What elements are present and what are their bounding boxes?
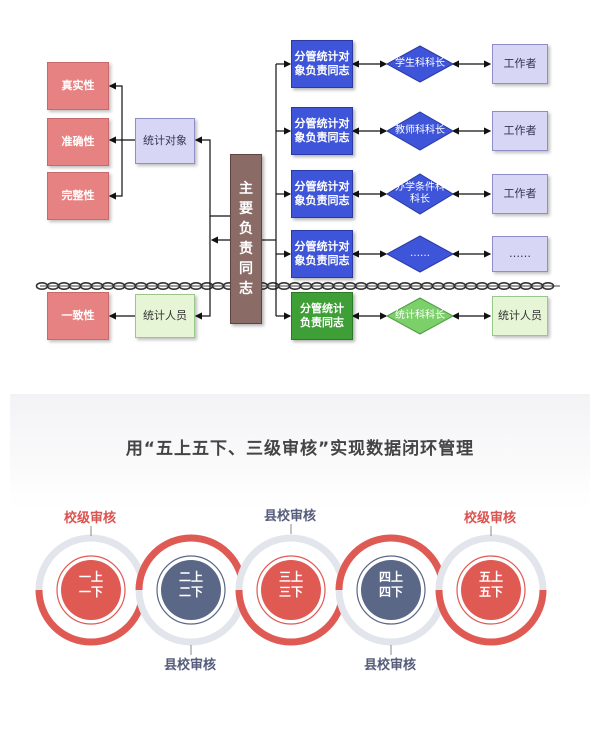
division-label-line: 分管统计对: [294, 117, 350, 130]
worker-box-4: ……: [492, 236, 548, 272]
stat-division-box: 分管统计 负责同志: [291, 292, 353, 340]
step-down: 三下: [278, 585, 303, 599]
level-label-bottom-2: 县校审核: [363, 658, 416, 673]
main-char: 志: [239, 281, 253, 297]
main-char: 要: [239, 201, 253, 217]
org-diagram: 真实性 准确性 完整性 一致性 统计对象 统计人员 主 要 负 责 同 志 分管…: [35, 40, 560, 340]
level-label-bottom-1: 县校审核: [163, 658, 216, 673]
dept-label-1: 学生科科长: [395, 58, 445, 69]
diamond-1: [385, 45, 455, 83]
level-label-top-2: 县校审核: [263, 509, 316, 524]
main-char: 主: [239, 181, 253, 197]
stat-staff-box: 统计人员: [135, 294, 195, 338]
dept-label-line: 办学条件科: [395, 182, 445, 193]
step-up: 四上: [378, 570, 403, 584]
diamond-4: [385, 235, 455, 273]
chain-divider: [35, 281, 560, 290]
step-up: 一上: [78, 570, 103, 584]
division-label-line: 象负责同志: [294, 131, 350, 144]
dept-label-2: 教师科科长: [395, 125, 445, 136]
step-text-2: 二上二下: [169, 570, 213, 600]
main-leader-box: 主 要 负 责 同 志: [230, 154, 262, 324]
level-label-top-3: 校级审核: [463, 511, 516, 526]
main-char: 责: [239, 241, 253, 257]
step-text-3: 三上三下: [269, 570, 313, 600]
step-down: 二下: [178, 585, 203, 599]
main-char: 同: [239, 261, 253, 277]
dept-label-line: 科长: [410, 194, 430, 205]
division-box-3: 分管统计对 象负责同志: [291, 170, 353, 218]
division-label-line: 分管统计对: [294, 50, 350, 63]
dept-diamonds: [385, 45, 455, 335]
process-title: 用“五上五下、三级审核”实现数据闭环管理: [125, 439, 475, 459]
division-box-2: 分管统计对 象负责同志: [291, 107, 353, 155]
worker-box-5: 统计人员: [492, 296, 548, 336]
worker-box-1: 工作者: [492, 44, 548, 84]
diamond-3: [386, 173, 454, 215]
division-label-line: 负责同志: [300, 316, 344, 329]
quality-box-authenticity: 真实性: [47, 62, 109, 110]
step-text-4: 四上四下: [369, 570, 413, 600]
stat-object-box: 统计对象: [135, 118, 195, 164]
step-down: 四下: [378, 585, 403, 599]
step-text-1: 一上一下: [69, 570, 113, 600]
division-label-line: 象负责同志: [294, 194, 350, 207]
step-down: 一下: [78, 585, 103, 599]
diamond-2: [385, 111, 455, 151]
dept-label-3: 办学条件科 科长: [390, 181, 450, 207]
division-label-line: 象负责同志: [294, 254, 350, 267]
main-char: 负: [239, 221, 253, 237]
quality-box-consistency: 一致性: [47, 292, 109, 340]
division-label-line: 分管统计对: [294, 180, 350, 193]
division-label-line: 象负责同志: [294, 64, 350, 77]
worker-box-2: 工作者: [492, 111, 548, 151]
quality-box-accuracy: 准确性: [47, 118, 109, 166]
diamond-5: [385, 297, 455, 335]
step-down: 五下: [478, 585, 503, 599]
division-label-line: 分管统计: [300, 302, 344, 315]
dept-label-4: ……: [410, 248, 430, 259]
step-up: 三上: [278, 570, 303, 584]
chain-link: [541, 281, 555, 290]
division-box-4: 分管统计对 象负责同志: [291, 230, 353, 278]
connector-lines: [35, 45, 560, 335]
level-label-top-1: 校级审核: [63, 511, 116, 526]
division-box-1: 分管统计对 象负责同志: [291, 40, 353, 88]
step-text-5: 五上五下: [469, 570, 513, 600]
step-up: 二上: [178, 570, 203, 584]
worker-box-3: 工作者: [492, 174, 548, 214]
step-up: 五上: [478, 570, 503, 584]
dept-label-5: 统计科科长: [395, 310, 445, 321]
quality-box-completeness: 完整性: [47, 172, 109, 220]
division-label-line: 分管统计对: [294, 240, 350, 253]
